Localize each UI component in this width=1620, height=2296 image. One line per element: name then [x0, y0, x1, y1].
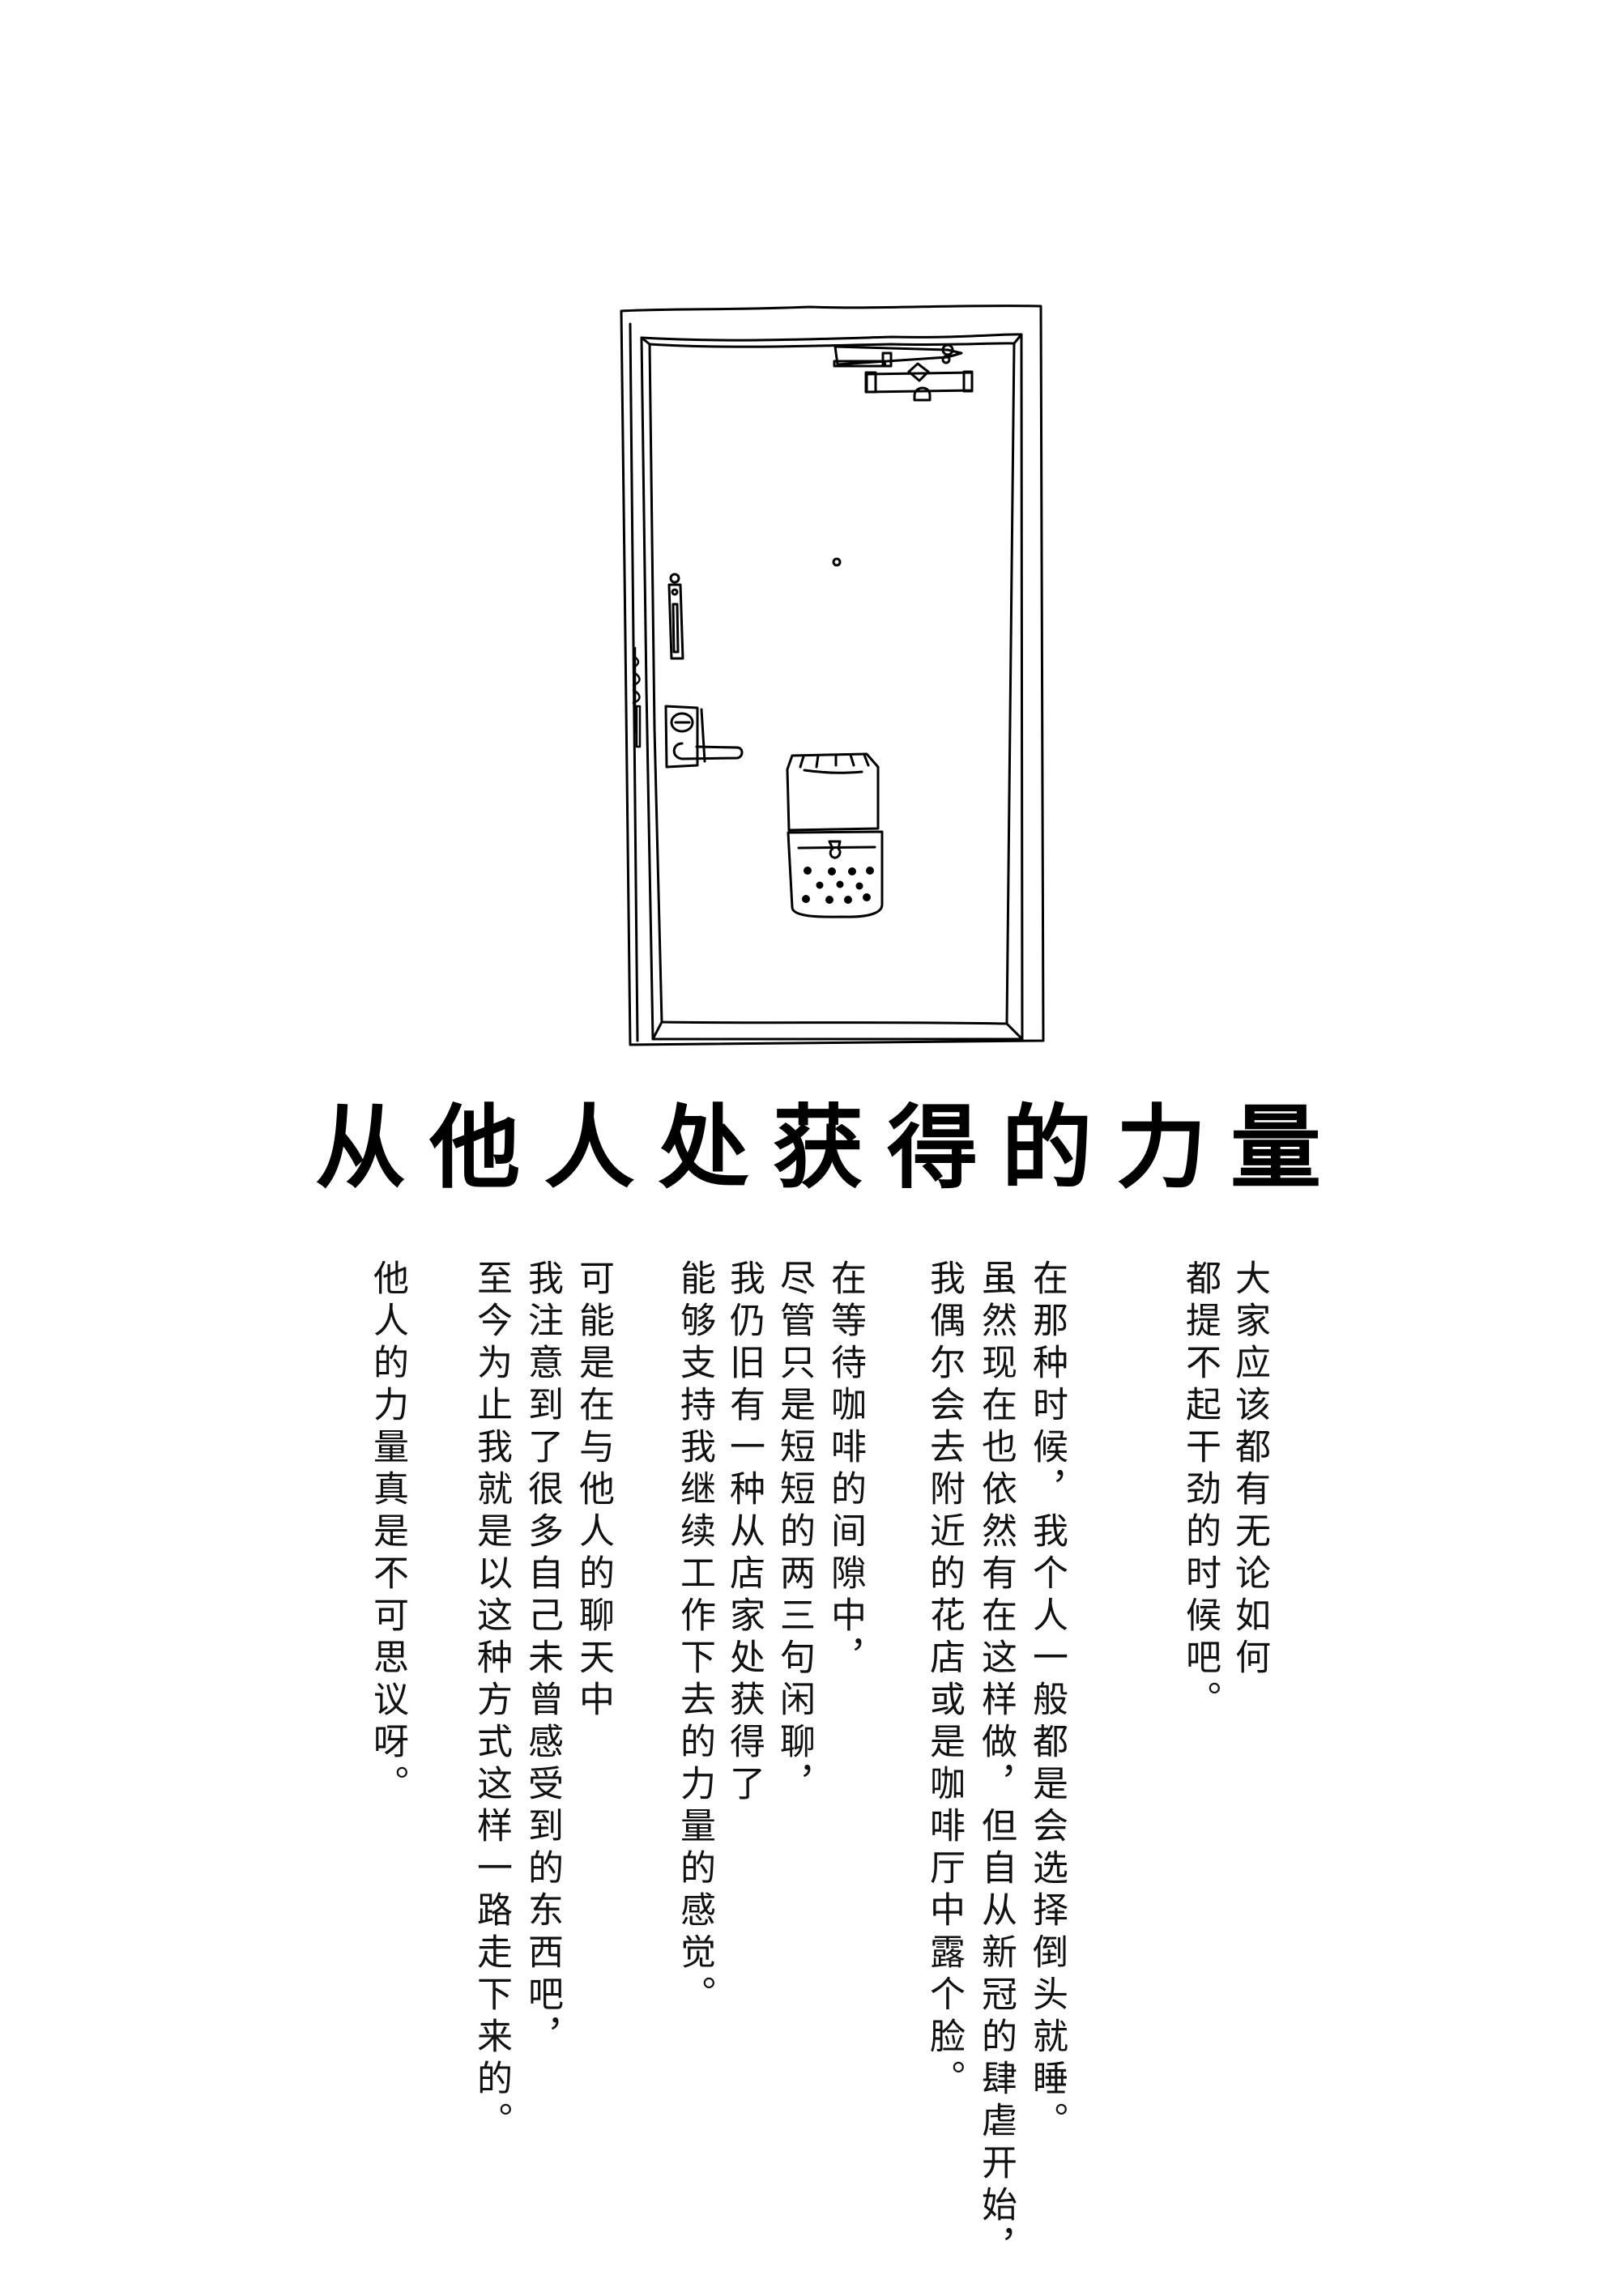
peephole-icon: [832, 557, 842, 567]
title-char: 的: [1001, 1096, 1093, 1201]
title-char: 人: [544, 1096, 635, 1201]
title-char: 获: [773, 1096, 863, 1201]
text-column-4: 虽然现在也依然有在这样做，但自从新冠的肆虐开始，: [975, 1259, 1017, 2270]
text-column-5: 我偶尔会去附近的花店或是咖啡厅中露个脸。: [923, 1259, 965, 2102]
title-char: 处: [658, 1096, 749, 1201]
text-column-10: 可能是在与他人的聊天中: [573, 1259, 614, 1723]
mail-slot-icon: [667, 573, 684, 660]
text-column-12: 至今为止我就是以这种方式这样一路走下来的。: [471, 1259, 512, 2144]
page-title: 从 他 人 处 获 得 的 力 量: [312, 1092, 1324, 1205]
text-column-11: 我注意到了很多自己未曾感受到的东西吧，: [522, 1259, 563, 2060]
text-column-13: 他人的力量真是不可思议呀。: [367, 1259, 408, 1807]
title-char: 得: [887, 1096, 978, 1201]
text-column-9: 能够支持我继续工作下去的力量的感觉。: [674, 1259, 715, 2017]
title-char: 量: [1230, 1096, 1321, 1201]
lever-handle-lock-icon: [664, 705, 744, 769]
text-column-2: 都提不起干劲的时候吧。: [1179, 1259, 1221, 1723]
text-column-8: 我仍旧有一种从店家处获得了: [723, 1259, 765, 1807]
door-frame: [620, 305, 1045, 1046]
door-closer-icon: [833, 343, 974, 402]
text-column-1: 大家应该都有无论如何: [1229, 1259, 1270, 1680]
mail-pocket-icon: [786, 752, 884, 918]
text-column-6: 在等待咖啡的间隙中，: [825, 1259, 866, 1680]
title-char: 从: [315, 1096, 406, 1201]
text-column-3: 在那种时候，我个人一般都是会选择倒头就睡。: [1026, 1259, 1068, 2144]
door-chain-icon: [632, 646, 642, 748]
door-illustration: [620, 305, 1045, 1046]
title-char: 力: [1115, 1096, 1207, 1201]
text-column-7: 尽管只是短短的两三句闲聊，: [774, 1259, 815, 1807]
title-char: 他: [429, 1096, 521, 1201]
